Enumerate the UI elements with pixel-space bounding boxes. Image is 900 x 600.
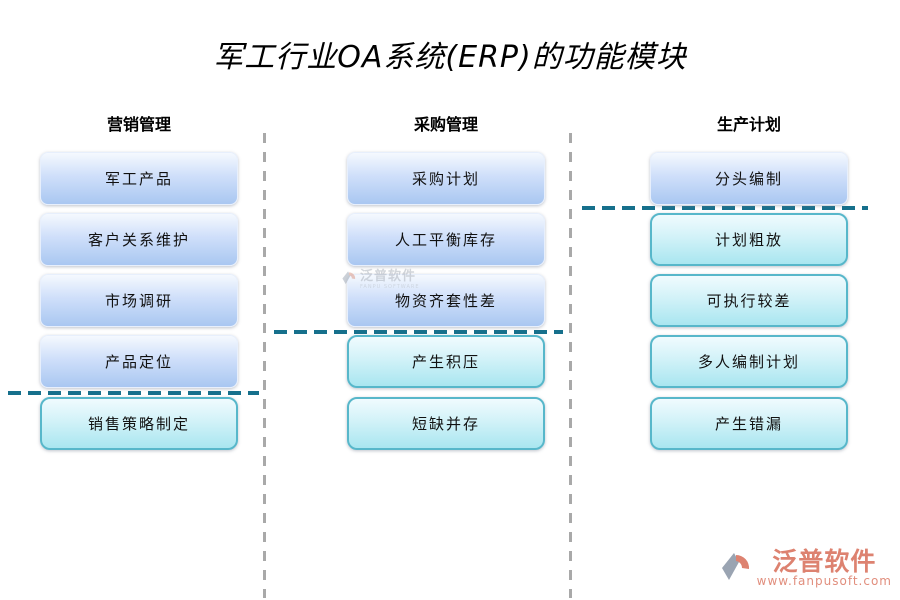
module-box: 军工产品 [40, 152, 238, 205]
diagram-title: 军工行业OA系统(ERP)的功能模块 [213, 40, 687, 75]
module-box: 客户关系维护 [40, 213, 238, 266]
divider-marketing [8, 391, 259, 395]
divider-production [582, 206, 868, 210]
module-box: 短缺并存 [347, 397, 545, 450]
divider-procurement [274, 330, 563, 334]
column-header-marketing: 营销管理 [106, 115, 171, 134]
module-box: 采购计划 [347, 152, 545, 205]
module-box: 多人编制计划 [650, 335, 848, 388]
module-box: 产生积压 [347, 335, 545, 388]
module-box: 可执行较差 [650, 274, 848, 327]
module-box: 人工平衡库存 [347, 213, 545, 266]
module-box: 物资齐套性差 [347, 274, 545, 327]
module-box: 计划粗放 [650, 213, 848, 266]
module-box: 产生错漏 [650, 397, 848, 450]
watermark-brand-text: 泛普软件 [772, 547, 877, 576]
module-box: 市场调研 [40, 274, 238, 327]
column-separator-2 [569, 133, 572, 598]
column-header-procurement: 采购管理 [413, 115, 478, 134]
column-header-production: 生产计划 [716, 115, 781, 134]
module-box: 销售策略制定 [40, 397, 238, 450]
fanpu-logo-icon [719, 550, 753, 588]
column-separator-1 [263, 133, 266, 598]
module-box: 分头编制 [650, 152, 848, 205]
module-box: 产品定位 [40, 335, 238, 388]
watermark-corner: 泛普软件 www.fanpusoft.com [719, 549, 892, 588]
watermark-url-text: www.fanpusoft.com [756, 574, 892, 588]
